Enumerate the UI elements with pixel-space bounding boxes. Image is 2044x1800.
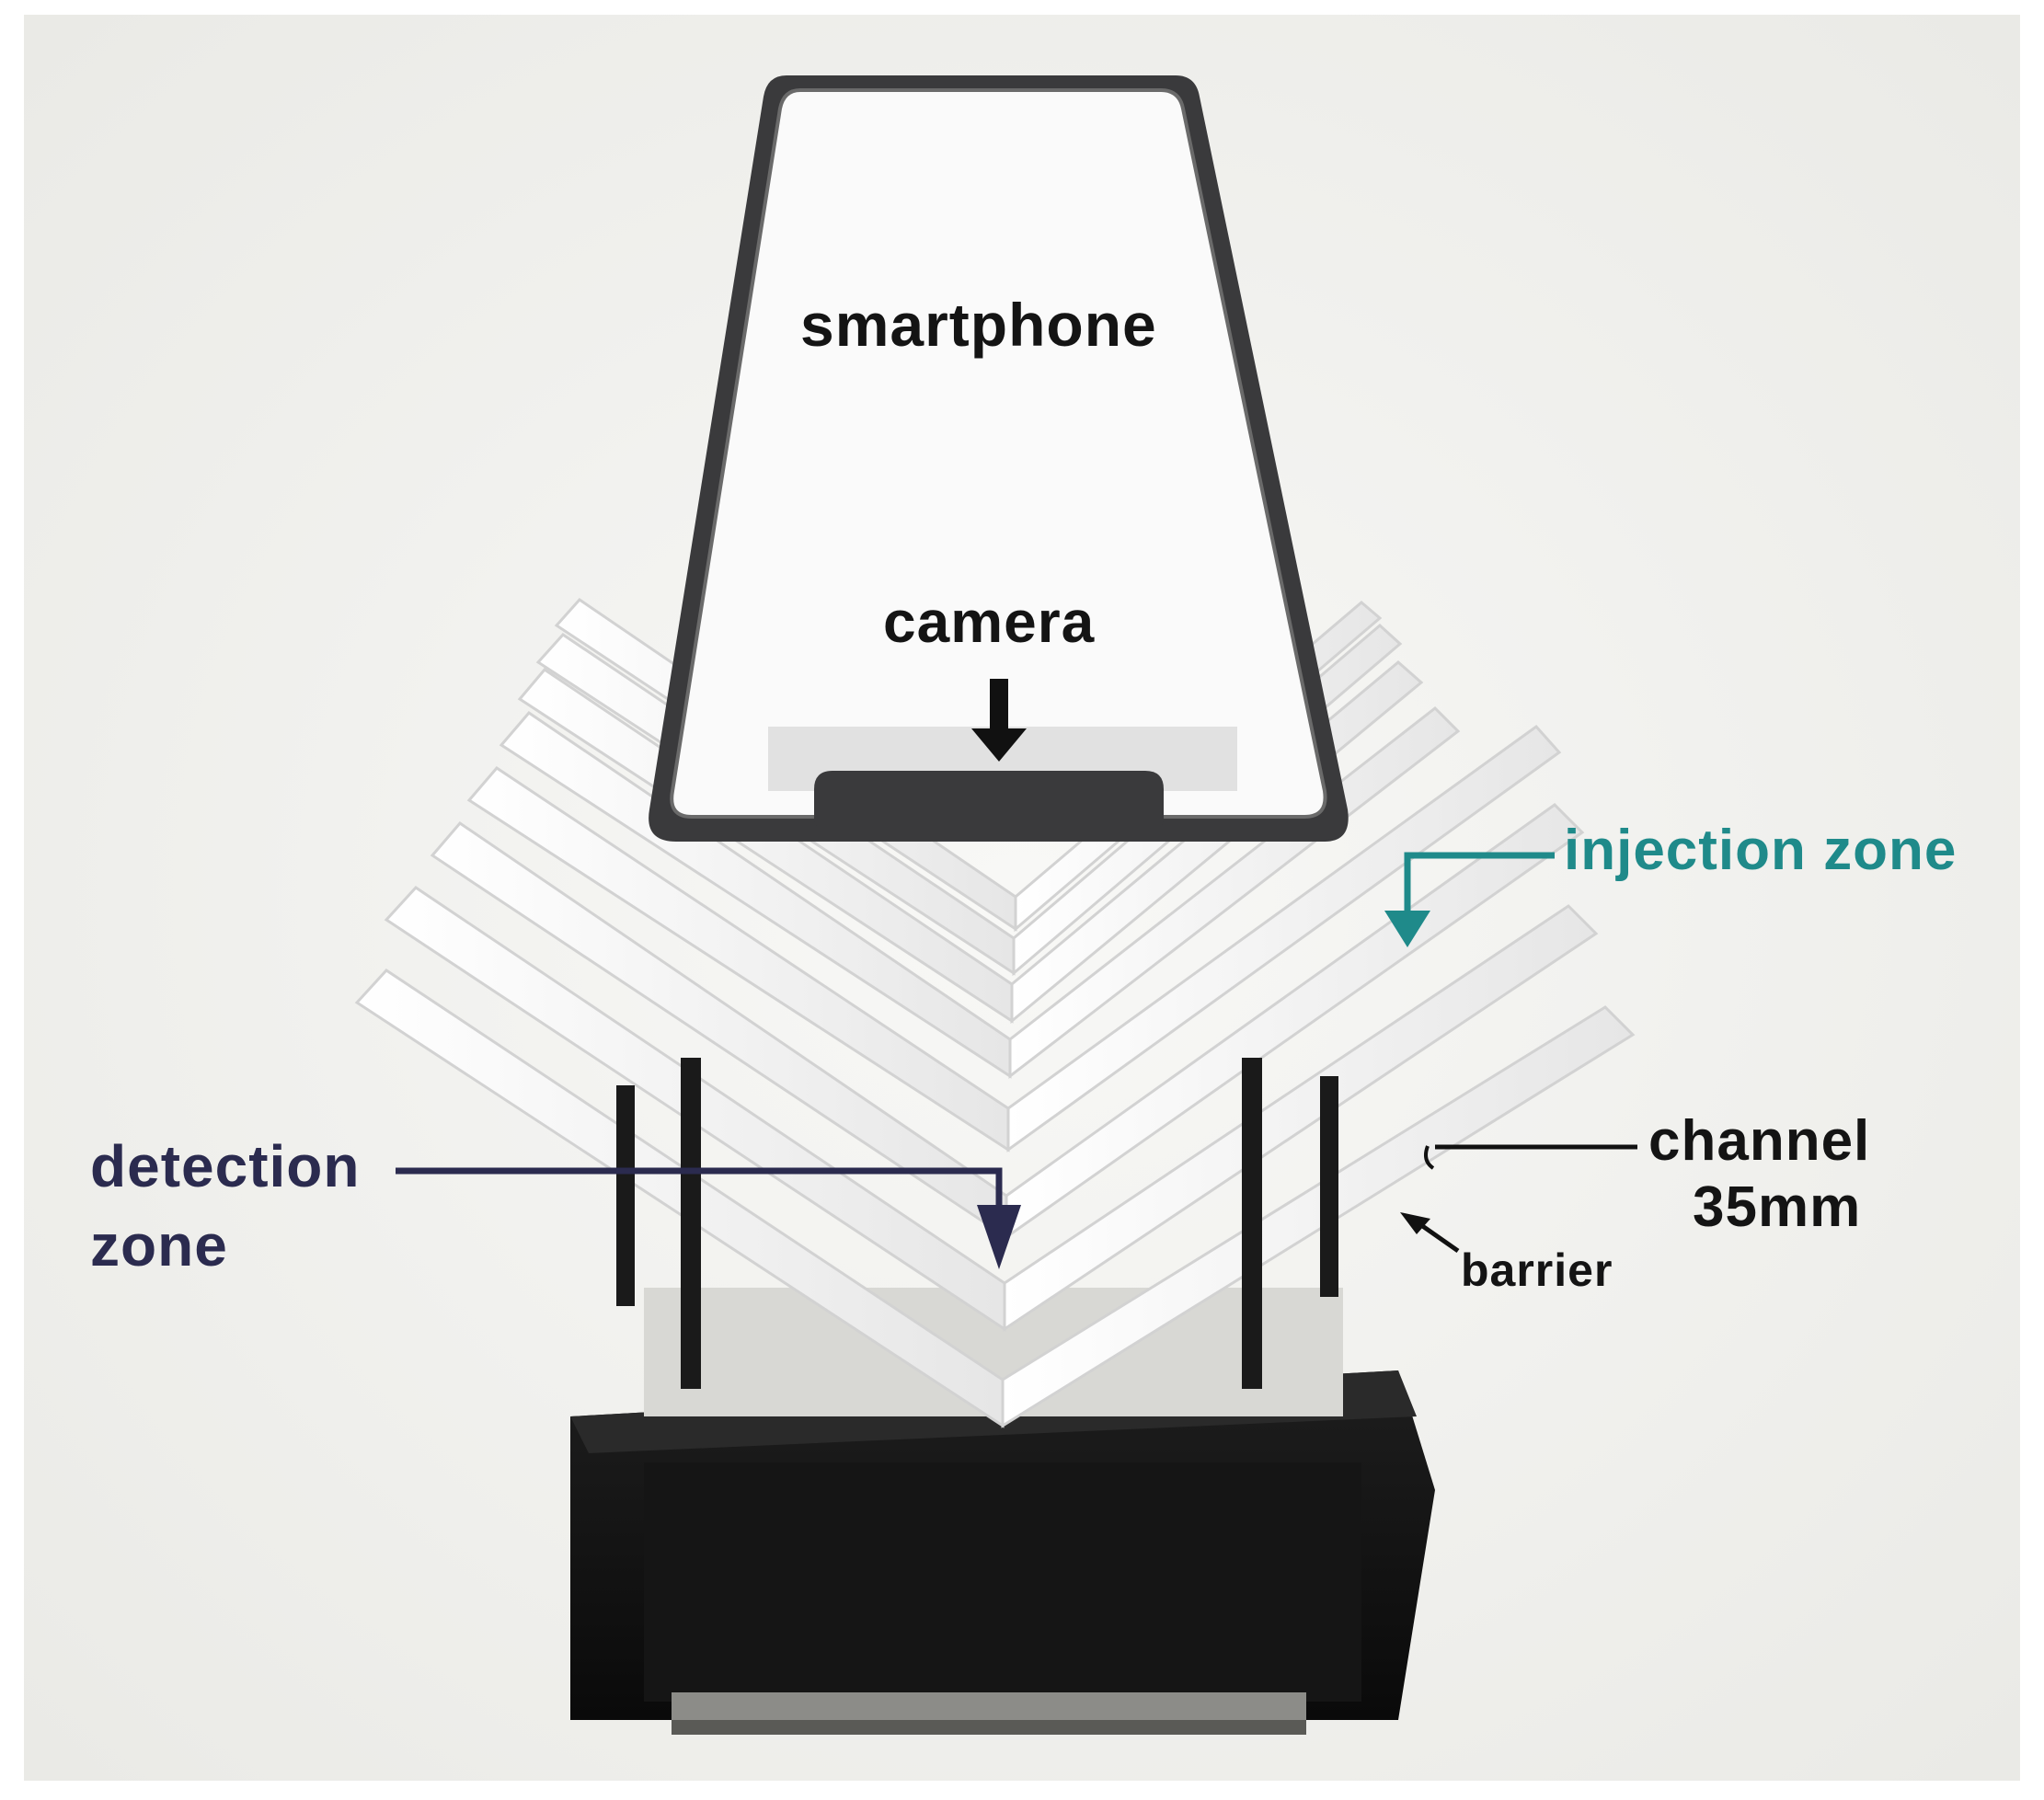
channel-pointer <box>1424 1144 1637 1170</box>
detection-zone-label-line1: detection <box>90 1133 361 1199</box>
channel-label-line1: channel <box>1648 1109 1871 1173</box>
support-posts <box>616 1058 1338 1389</box>
smartphone-label: smartphone <box>800 291 1157 359</box>
arrow-pointer-icon <box>1400 1212 1460 1254</box>
smartphone <box>649 75 1349 842</box>
camera-label: camera <box>883 589 1096 655</box>
detection-zone-label-line2: zone <box>90 1212 228 1278</box>
arrow-down-icon <box>971 679 1027 762</box>
holder-box <box>570 1288 1435 1735</box>
detection-arrow <box>396 1167 1021 1269</box>
channel-label-line2: 35mm <box>1693 1175 1862 1239</box>
injection-arrow <box>1384 852 1555 947</box>
barrier-label: barrier <box>1461 1244 1613 1296</box>
injection-zone-label: injection zone <box>1564 819 1958 882</box>
